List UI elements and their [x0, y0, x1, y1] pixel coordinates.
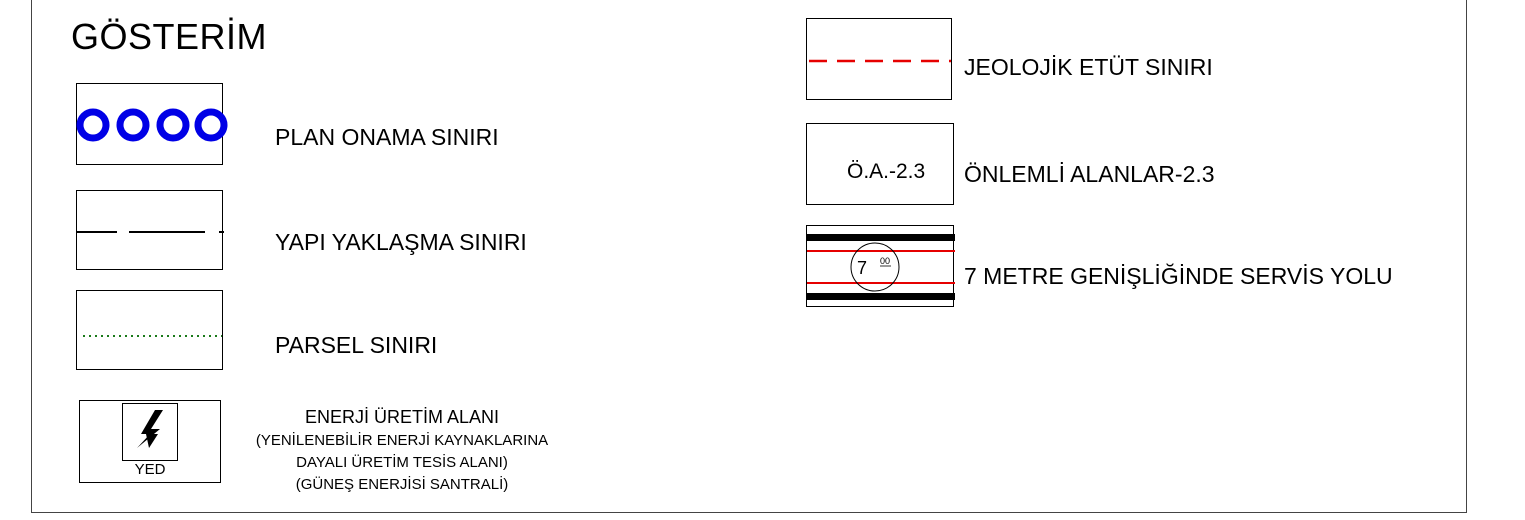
onlemli-label: ÖNLEMLİ ALANLAR-2.3: [964, 161, 1215, 187]
lightning-bolt-icon: [137, 410, 163, 448]
red-dash-line-symbol: [809, 59, 951, 63]
enerji-symbol-box: YED: [79, 400, 221, 483]
dotted-line-symbol: [83, 335, 222, 337]
jeolojik-symbol-box: [806, 18, 952, 100]
parsel-symbol-box: [76, 290, 223, 370]
legend-title: GÖSTERİM: [71, 16, 268, 57]
enerji-label-line-3: DAYALI ÜRETİM TESİS ALANI): [296, 453, 508, 471]
enerji-code: YED: [134, 461, 166, 478]
enerji-icon-frame: [122, 403, 178, 461]
enerji-label-line-4: (GÜNEŞ ENERJİSİ SANTRALİ): [295, 475, 509, 493]
plan-onama-label: PLAN ONAMA SINIRI: [275, 124, 499, 150]
yapi-yaklasma-label: YAPI YAKLAŞMA SINIRI: [275, 229, 527, 255]
dash-line-symbol: [77, 231, 224, 233]
servis-yolu-label: 7 METRE GENİŞLİĞİNDE SERVİS YOLU: [964, 263, 1393, 289]
onlemli-symbol-box: Ö.A.-2.3: [806, 123, 954, 205]
road-width-sup: 00: [880, 256, 890, 266]
jeolojik-label: JEOLOJİK ETÜT SINIRI: [964, 54, 1213, 80]
onlemli-code: Ö.A.-2.3: [847, 160, 926, 183]
enerji-label-line-1: ENERJİ ÜRETİM ALANI: [304, 407, 500, 427]
road-section-symbol: 7 00: [807, 234, 955, 300]
yapi-yaklasma-symbol-box: [76, 190, 224, 270]
servis-yolu-symbol-box: 7 00: [806, 225, 955, 307]
road-width-main: 7: [857, 258, 867, 278]
parsel-label: PARSEL SINIRI: [275, 332, 438, 358]
enerji-label: ENERJİ ÜRETİM ALANI (YENİLENEBİLİR ENERJ…: [245, 404, 559, 495]
plan-onama-symbol-box: [76, 83, 228, 165]
blue-circles-symbol: [76, 108, 228, 142]
legend-frame: [31, 0, 1467, 513]
enerji-label-line-2: (YENİLENEBİLİR ENERJİ KAYNAKLARINA: [255, 432, 549, 450]
